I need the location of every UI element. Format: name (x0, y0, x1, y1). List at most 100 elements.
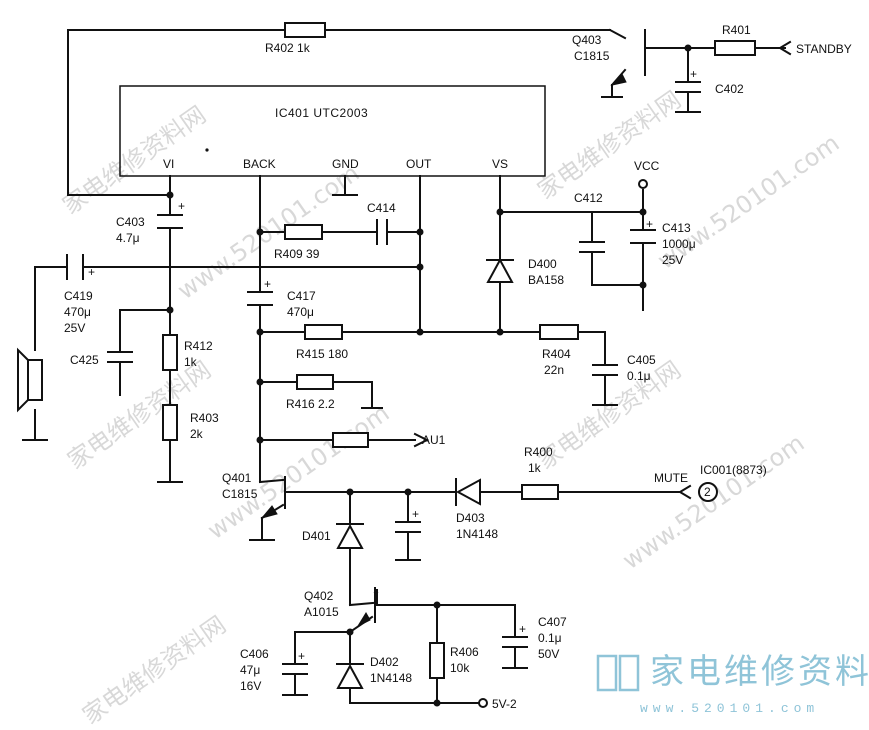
label-c407-voltage: 50V (538, 647, 559, 661)
label-c406: C406 (240, 647, 269, 661)
pin-vs-label: VS (492, 157, 508, 171)
capacitor-c417 (247, 291, 273, 306)
label-c419: C419 (64, 289, 93, 303)
label-d402-type: 1N4148 (370, 671, 412, 685)
label-q402: Q402 (304, 589, 334, 603)
label-c406-value: 47μ (240, 663, 260, 677)
diode-d400 (486, 257, 514, 283)
resistor-r402 (284, 22, 326, 38)
mute-arrow (678, 484, 692, 500)
label-r403: R403 (190, 411, 219, 425)
capacitor-c425 (107, 351, 133, 363)
label-q402-type: A1015 (304, 605, 339, 619)
svg-text:+: + (264, 277, 271, 291)
resistor-r416 (296, 374, 334, 390)
ic401-body (119, 85, 546, 177)
label-c403: C403 (116, 215, 145, 229)
resistor-r406 (429, 642, 445, 679)
label-c417-value: 470μ (287, 305, 314, 319)
label-5v: 5V-2 (492, 697, 517, 711)
watermark-url: www.520101.com (617, 429, 809, 575)
q402-emitter-arrow (356, 612, 371, 628)
label-d401: D401 (302, 529, 331, 543)
label-c405: C405 (627, 353, 656, 367)
pin-vi-label: VI (163, 157, 174, 171)
label-c414: C414 (367, 201, 396, 215)
resistor-r400 (521, 484, 559, 500)
label-c417: C417 (287, 289, 316, 303)
watermark-text: 家电维修资料网 (532, 86, 686, 205)
book-icon (596, 654, 640, 692)
v5-terminal (478, 698, 488, 708)
svg-text:+: + (298, 649, 305, 663)
logo-url: www.520101.com (640, 701, 819, 716)
label-r415: R415 180 (296, 347, 348, 361)
capacitor-c405 (592, 364, 618, 376)
label-c413-voltage: 25V (662, 253, 683, 267)
label-standby: STANDBY (796, 42, 852, 56)
label-au1: AU1 (422, 433, 446, 447)
svg-text:+: + (646, 217, 653, 231)
label-r412-value: 1k (184, 355, 198, 369)
label-c407: C407 (538, 615, 567, 629)
capacitor-c412 (579, 241, 605, 253)
diode-d402 (336, 663, 364, 689)
label-c412: C412 (574, 191, 603, 205)
label-c405-value: 0.1μ (627, 369, 651, 383)
label-c407-value: 0.1μ (538, 631, 562, 645)
label-mute: MUTE (654, 471, 688, 485)
ic401-label: IC401 UTC2003 (275, 106, 368, 120)
label-q403: Q403 (572, 33, 602, 47)
q403-emitter-arrow (610, 73, 627, 86)
resistor-au1 (332, 432, 369, 448)
label-q401: Q401 (222, 471, 252, 485)
capacitor-c414 (376, 219, 388, 245)
label-d400: D400 (528, 257, 557, 271)
label-r409: R409 39 (274, 247, 320, 261)
label-c425: C425 (70, 353, 99, 367)
capacitor-c419 (66, 254, 84, 280)
label-r400: R400 (524, 445, 553, 459)
vcc-terminal (638, 179, 648, 189)
site-logo: 家电维修资料网 www.520101.com (596, 652, 869, 716)
capacitor-c406 (282, 663, 308, 675)
label-r403-value: 2k (190, 427, 204, 441)
resistor-r415 (304, 324, 343, 340)
logo-text: 家电维修资料网 (650, 652, 869, 692)
label-d402: D402 (370, 655, 399, 669)
label-c413: C413 (662, 221, 691, 235)
svg-text:+: + (412, 507, 419, 521)
resistor-r401 (714, 40, 756, 56)
pin-out-label: OUT (406, 157, 432, 171)
diode-d403 (455, 478, 481, 506)
label-d403-type: 1N4148 (456, 527, 498, 541)
capacitor-c407 (502, 636, 528, 648)
pin-back-label: BACK (243, 157, 276, 171)
label-c406-voltage: 16V (240, 679, 261, 693)
component-labels: R402 1k Q403 C1815 R401 STANDBY C402 VCC… (64, 23, 852, 711)
label-ic001: IC001(8873) (700, 463, 767, 477)
resistor-r404 (539, 324, 579, 340)
label-d400-type: BA158 (528, 273, 564, 287)
diode-d401 (336, 523, 364, 549)
standby-arrow (778, 40, 792, 56)
label-r416: R416 2.2 (286, 397, 335, 411)
label-q401-type: C1815 (222, 487, 258, 501)
au1-arrow (413, 432, 430, 448)
watermark-text: 家电维修资料网 (57, 101, 211, 220)
label-vcc: VCC (634, 159, 660, 173)
ic-mark-dot (205, 148, 209, 152)
label-r406: R406 (450, 645, 479, 659)
label-c402: C402 (715, 82, 744, 96)
label-c413-value: 1000μ (662, 237, 696, 251)
capacitor-mute (395, 521, 421, 533)
label-c403-value: 4.7μ (116, 231, 140, 245)
label-c419-value: 470μ (64, 305, 91, 319)
speaker-icon (17, 347, 43, 413)
svg-text:+: + (178, 199, 185, 213)
capacitor-c413 (630, 229, 656, 244)
resistor-r409 (284, 224, 323, 240)
pin2-terminal (698, 482, 718, 502)
capacitor-c403 (157, 214, 183, 229)
